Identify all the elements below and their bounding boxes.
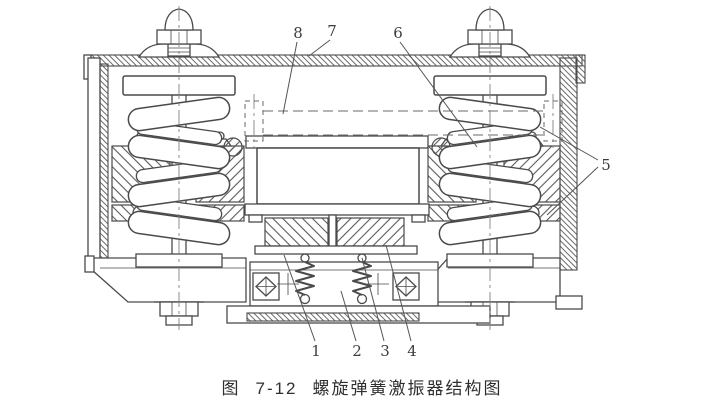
- part-labels: 8 7 6 5 1 2 3 4: [293, 22, 611, 360]
- base-plate-hatch-strip: [246, 312, 420, 322]
- leader-8: [282, 41, 298, 115]
- leader-3: [361, 257, 385, 342]
- right-wall: [559, 57, 578, 271]
- caption-fig-word: 图: [221, 379, 241, 398]
- mount-plate-tab-right: [411, 214, 426, 223]
- tension-spring-left: [295, 253, 315, 305]
- armature-bottom-plate: [254, 245, 418, 255]
- left-foot: [84, 255, 95, 273]
- armature-mount-plate: [244, 203, 430, 216]
- leader-4: [385, 244, 412, 342]
- right-foot: [555, 295, 583, 310]
- exciter-structure-drawing: 8 7 6 5 1 2 3 4: [83, 6, 611, 360]
- leader-5a: [539, 126, 599, 161]
- center-mark-right: [367, 273, 389, 295]
- figure-caption: 图 7-12 螺旋弹簧激振器结构图: [0, 374, 724, 399]
- right-top-nut-stack: [467, 8, 513, 57]
- leader-6: [399, 41, 478, 148]
- leader-5b: [546, 166, 599, 216]
- lower-frame: [226, 253, 491, 324]
- hidden-lines: [178, 6, 563, 330]
- housing: [83, 43, 586, 271]
- screw-right: [395, 276, 417, 297]
- mount-plate-tab-left: [248, 214, 263, 223]
- caption-fig-number: 7-12: [255, 379, 298, 398]
- leader-lines: [282, 39, 599, 342]
- left-wall-outer: [87, 57, 101, 261]
- leader-2: [340, 290, 357, 342]
- part-label-1: 1: [311, 342, 321, 360]
- tension-spring-right: [352, 253, 372, 305]
- core-divider: [328, 214, 337, 249]
- caption-title: 螺旋弹簧激振器结构图: [312, 379, 503, 398]
- left-wall-inner: [99, 63, 109, 259]
- part-label-6: 6: [393, 24, 403, 42]
- part-label-8: 8: [293, 24, 303, 42]
- leader-1: [283, 254, 316, 342]
- part-label-4: 4: [407, 342, 417, 360]
- core-block-left: [264, 217, 329, 247]
- armature-top-bar: [245, 135, 429, 149]
- part-label-2: 2: [352, 342, 362, 360]
- leader-7: [308, 39, 331, 57]
- center-mark-left: [277, 273, 299, 295]
- core-block-right: [336, 217, 405, 247]
- armature-body: [256, 147, 420, 205]
- part-label-5: 5: [601, 156, 611, 174]
- part-label-7: 7: [327, 22, 337, 40]
- part-label-3: 3: [380, 342, 390, 360]
- screw-left: [255, 276, 277, 297]
- armature-assembly: [223, 135, 451, 255]
